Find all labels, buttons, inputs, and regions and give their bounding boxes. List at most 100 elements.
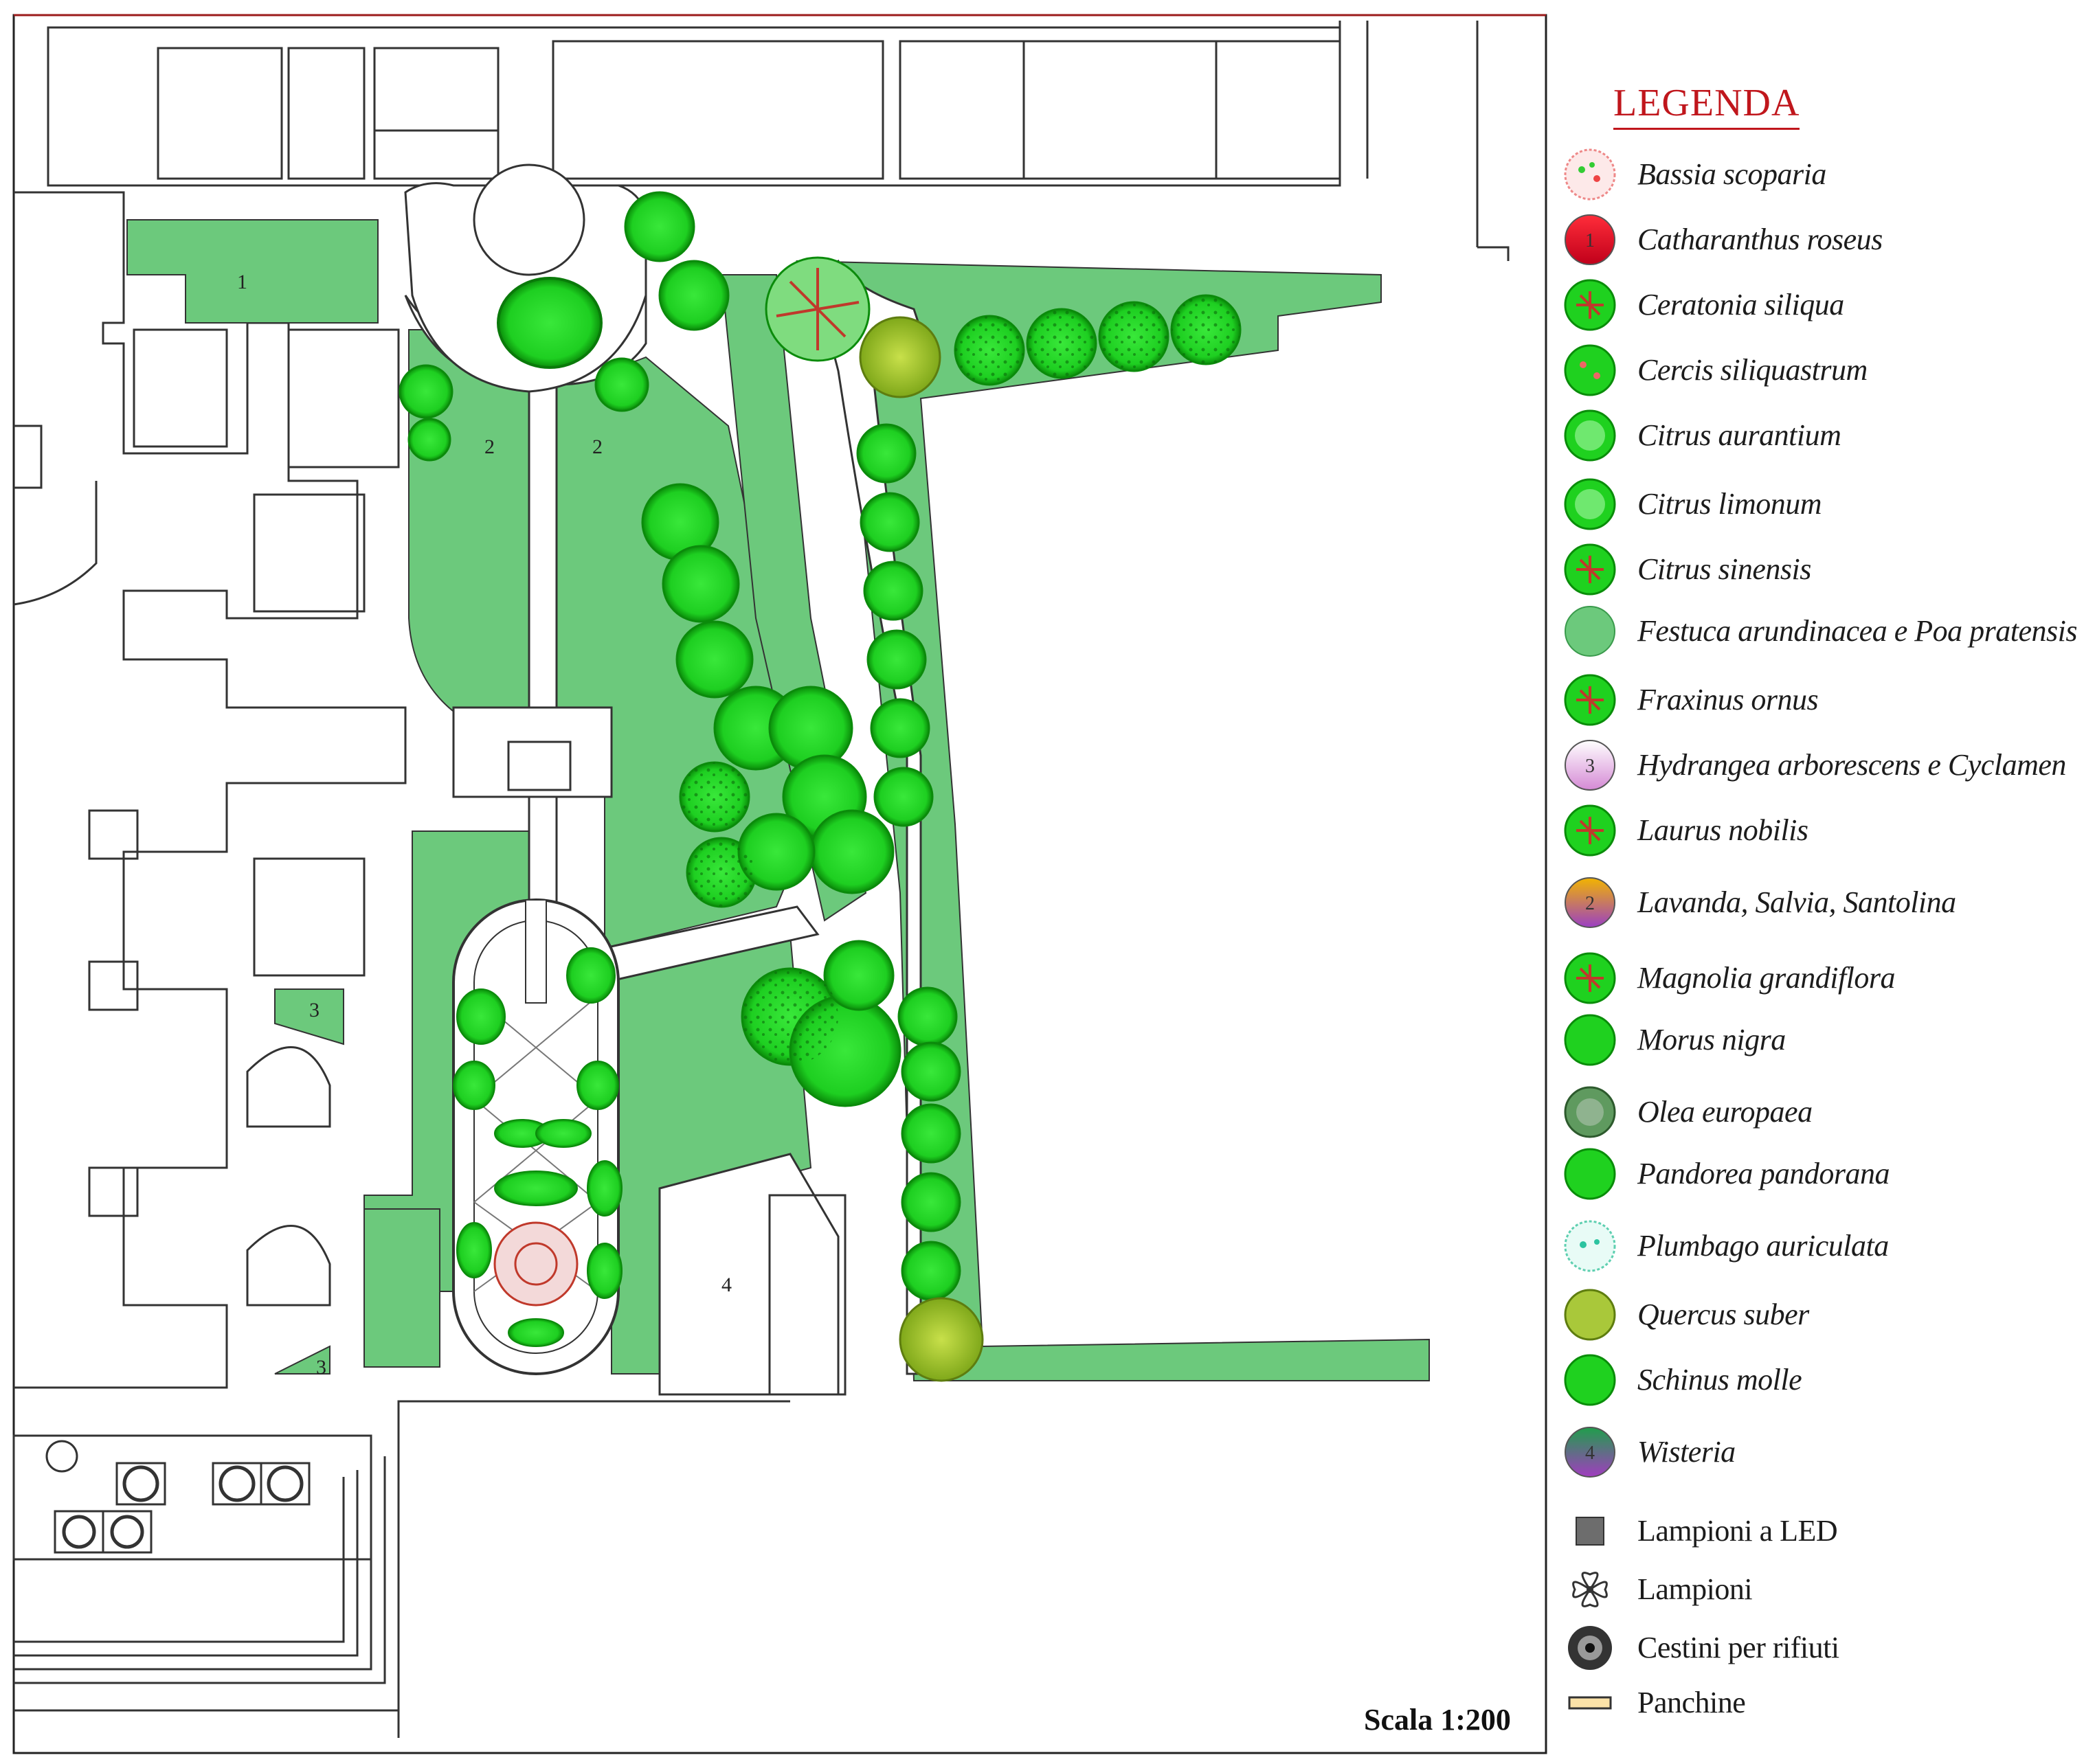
tree [860, 492, 920, 552]
garden-plan-map: 1 2 2 3 3 4 [12, 14, 1547, 1754]
legend-item-label: Morus nigra [1637, 1023, 1786, 1056]
cork-oak-tree [859, 316, 941, 398]
tree [662, 545, 740, 623]
tree [863, 561, 923, 621]
zone-label: 1 [237, 271, 247, 293]
green-tree-red-branches-icon [1561, 276, 1619, 334]
legend-item: 4 Wisteria [1558, 1422, 2081, 1484]
legend-item-label: Cercis siliquastrum [1637, 353, 1868, 387]
green-purple-numbered-circle-icon: 4 [1561, 1423, 1619, 1481]
lawn-bottom-left [363, 1208, 440, 1368]
tree [873, 767, 934, 827]
scale-label: Scala 1:200 [1364, 1703, 1511, 1737]
svg-text:3: 3 [1585, 756, 1595, 777]
legend-item-label: Fraxinus ornus [1637, 683, 1819, 716]
zone-labels: 1 2 2 3 3 4 [237, 271, 732, 1379]
zone-label: 4 [721, 1274, 732, 1296]
green-tree-red-dots-icon [1561, 541, 1619, 598]
legend-item: Panchine [1558, 1673, 2081, 1734]
legend-item-label: Citrus aurantium [1637, 418, 1841, 452]
legend-item: Olea europaea [1558, 1082, 2081, 1144]
legend-item-label: Pandorea pandorana [1637, 1157, 1890, 1190]
olive-tree-icon [1561, 1286, 1619, 1344]
lower-terrace [12, 1400, 790, 1738]
legend-item-label: Lampioni [1637, 1572, 1753, 1606]
legend-item: Lampioni [1558, 1559, 2081, 1621]
tree [823, 940, 895, 1011]
bench-rectangle-icon [1561, 1674, 1619, 1732]
green-tree-red-dots-icon [1561, 671, 1619, 729]
cyan-speckled-circle-icon [1561, 1217, 1619, 1275]
legend-item-label: Wisteria [1637, 1435, 1736, 1469]
legend-item: 1 Catharanthus roseus [1558, 210, 2081, 271]
tree [594, 357, 649, 412]
legend-item: Morus nigra [1558, 1010, 2081, 1072]
legend-item-label: Olea europaea [1637, 1095, 1813, 1129]
legend-item: Festuca arundinacea e Poa pratensis [1558, 601, 2081, 663]
legend-item: Fraxinus ornus [1558, 670, 2081, 732]
tree [901, 1172, 961, 1232]
legend-item: Citrus aurantium [1558, 405, 2081, 467]
tree [856, 423, 917, 484]
tree [870, 698, 930, 758]
orange-purple-numbered-circle-icon: 2 [1561, 874, 1619, 931]
legend-item-label: Magnolia grandiflora [1637, 961, 1896, 995]
tree [658, 260, 730, 331]
green-tree-icon [1561, 1011, 1619, 1069]
legend-item-label: Panchine [1637, 1686, 1746, 1719]
tree [901, 1103, 961, 1164]
dark-green-tree-red-branches-icon [1561, 802, 1619, 859]
legend-item-label: Lampioni a LED [1637, 1514, 1838, 1548]
trees [399, 191, 1242, 1382]
green-tree-red-ring-icon [1561, 949, 1619, 1007]
lawn-zone-3-top [274, 988, 344, 1045]
grey-green-tree-icon [1561, 1083, 1619, 1141]
legend-item-label: Festuca arundinacea e Poa pratensis [1637, 614, 2077, 648]
legend-item: Bassia scoparia [1558, 144, 2081, 206]
speckled-red-green-circle-icon [1561, 146, 1619, 203]
legend-item: Ceratonia siliqua [1558, 275, 2081, 337]
green-shrub-icon [1561, 1145, 1619, 1203]
pink-numbered-circle-icon: 3 [1561, 736, 1619, 794]
legend-item: Citrus limonum [1558, 474, 2081, 536]
four-petal-lamp-icon [1561, 1561, 1619, 1618]
tree [866, 629, 927, 690]
legend-panel: LEGENDA Bassia scoparia 1 Catharanthus ros… [1558, 69, 2081, 1759]
legend-item-label: Bassia scoparia [1637, 157, 1826, 191]
legend-item: Laurus nobilis [1558, 800, 2081, 862]
light-green-tree-icon [1561, 475, 1619, 533]
tree [624, 191, 695, 262]
tree [897, 986, 958, 1047]
legend-item: Cestini per rifiuti [1558, 1618, 2081, 1680]
legend-item-label: Lavanda, Salvia, Santolina [1637, 885, 1956, 919]
legend-item: 2 Lavanda, Salvia, Santolina [1558, 872, 2081, 934]
plaza-magnolia-tree [497, 277, 603, 369]
lawn-green-circle-icon [1561, 602, 1619, 660]
zone-label: 3 [309, 999, 320, 1021]
svg-text:1: 1 [1585, 230, 1595, 251]
dark-round-bin-icon [1561, 1619, 1619, 1677]
zone-label: 3 [316, 1356, 326, 1379]
legend-item: Quercus suber [1558, 1285, 2081, 1346]
legend-item-label: Catharanthus roseus [1637, 223, 1883, 256]
legend-title: LEGENDA [1613, 81, 1800, 130]
legend-item-label: Citrus sinensis [1637, 552, 1811, 586]
tree [901, 1241, 961, 1301]
legend-item-label: Quercus suber [1637, 1298, 1809, 1331]
green-pink-speckled-tree-icon [1561, 341, 1619, 399]
legend-item-label: Schinus molle [1637, 1363, 1802, 1396]
tree [675, 620, 754, 699]
tree [407, 418, 451, 462]
legend-item-label: Plumbago auriculata [1637, 1229, 1889, 1263]
light-green-tree-icon [1561, 407, 1619, 464]
circular-plaza [404, 163, 647, 393]
zone-label: 2 [592, 436, 603, 458]
tree [399, 364, 453, 419]
svg-text:4: 4 [1585, 1443, 1595, 1464]
legend-item: Pandorea pandorana [1558, 1144, 2081, 1206]
legend-item: Lampioni a LED [1558, 1501, 2081, 1563]
legend-item: Magnolia grandiflora [1558, 948, 2081, 1010]
legend-item: Citrus sinensis [1558, 539, 2081, 601]
tree [901, 1041, 961, 1102]
